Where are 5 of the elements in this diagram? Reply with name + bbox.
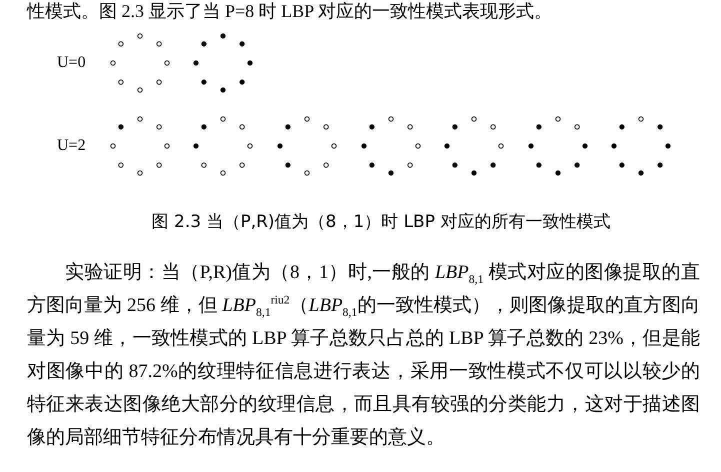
body-text: 性模式。图 2.3 显示了当 P=8 时 LBP 对应的一致性模式表现形式。 bbox=[27, 0, 552, 22]
body-paragraph: 实验证明：当（P,R)值为（8，1）时,一般的 LBP$_{8,1}$ 模式对应的图像提取的直方图向量为 256 维，但 LBP$_{8,1}$$^{riu2}$（LBP$_{8,1}$的一致性模式），则图像提取的直方图向量为 59 维，一致性模式的 LBP 算子总数只占总的 LBP 算子总数的 23%，但是能对图像中的 87.2%的纹理特征信息进行表达，采用一致性模式不仅可以以较少的特征来表达图像绝大部分的纹理信息，而且具有较强的分类能力，这对于描述图像的局部细节特征分布情况具有十分重要的意义。 bbox=[27, 261, 700, 450]
row-label: U=2 bbox=[57, 136, 86, 154]
figure-caption: 图 2.3 当（P,R)值为（8，1）时 LBP 对应的所有一致性模式 bbox=[152, 211, 610, 233]
row-label: U=0 bbox=[57, 54, 86, 72]
